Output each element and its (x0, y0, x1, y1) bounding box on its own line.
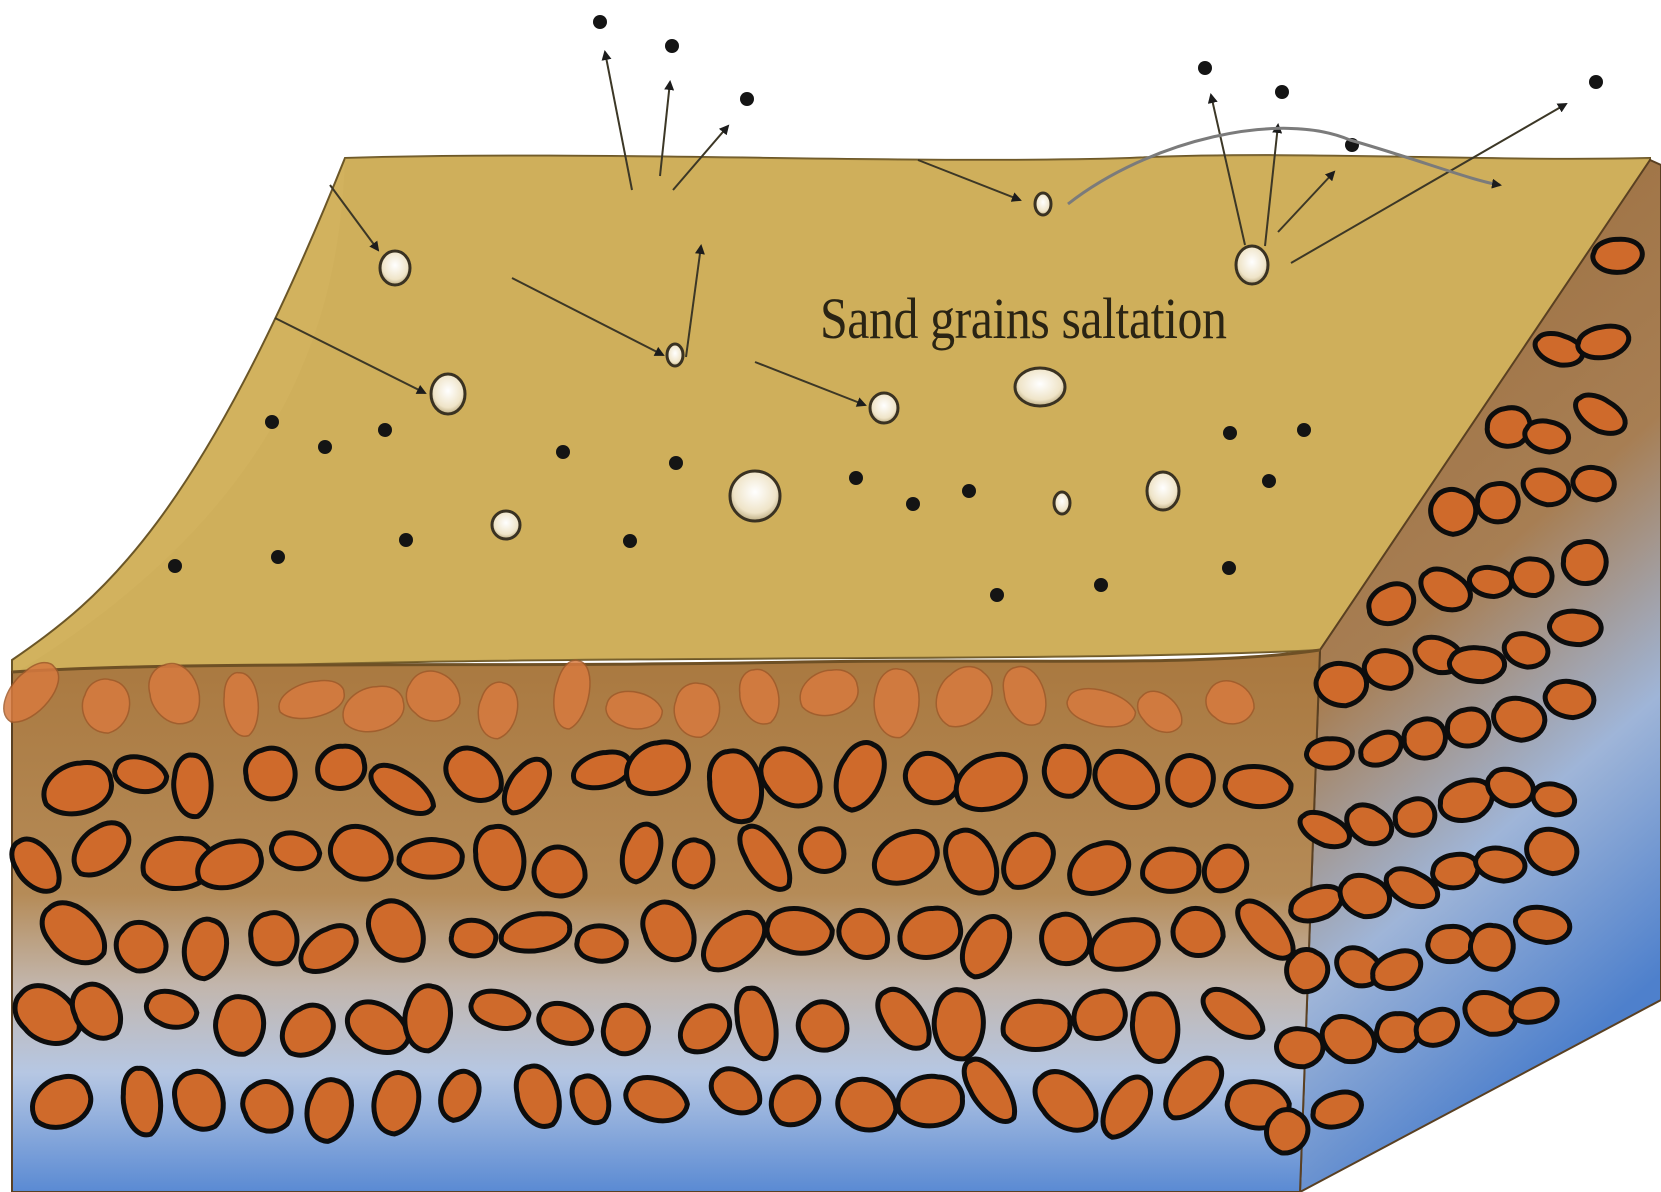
dust-particle-icon (168, 559, 182, 573)
dust-particle-icon (962, 484, 976, 498)
dust-particle-icon (265, 415, 279, 429)
soil-clod-icon (1511, 558, 1553, 596)
dust-particle-icon (318, 440, 332, 454)
dust-particle-icon (1094, 578, 1108, 592)
dust-particle-icon (740, 92, 754, 106)
dust-particle-icon (1222, 561, 1236, 575)
soil-clod-icon (215, 996, 265, 1055)
sand-grain-icon (730, 471, 780, 521)
sand-grain-icon (492, 511, 520, 539)
dust-particle-icon (1275, 85, 1289, 99)
dust-particle-icon (669, 456, 683, 470)
dust-particle-icon (1198, 61, 1212, 75)
dust-particle-icon (593, 15, 607, 29)
soil-clod-icon (1275, 1028, 1323, 1068)
sand-grain-icon (870, 393, 898, 423)
dust-particle-icon (271, 550, 285, 564)
dust-particle-icon (556, 445, 570, 459)
soil-clod-icon (173, 754, 212, 817)
dust-particle-icon (623, 534, 637, 548)
sand-grain-icon (1035, 193, 1051, 215)
dust-particle-icon (1297, 423, 1311, 437)
soil-clod-icon (1548, 610, 1602, 646)
dust-particle-icon (399, 533, 413, 547)
saltation-label: Sand grains saltation (820, 285, 1227, 352)
dust-particle-icon (1262, 474, 1276, 488)
dust-particle-icon (906, 497, 920, 511)
sand-grain-icon (1015, 368, 1065, 406)
dust-particle-icon (378, 423, 392, 437)
soil-clod-icon (1044, 746, 1089, 796)
soil-clod-icon (576, 925, 627, 963)
dust-particle-icon (665, 39, 679, 53)
soil-clod-icon (1449, 647, 1506, 683)
dust-particle-icon (990, 588, 1004, 602)
dust-particle-icon (849, 471, 863, 485)
soil-clod-icon (1470, 925, 1513, 970)
soil-clod-icon (450, 919, 497, 958)
soil-clod-icon (1315, 662, 1368, 707)
sand-grain-icon (380, 251, 410, 285)
soil-clod-icon (1592, 237, 1644, 274)
sand-grain-icon (667, 344, 683, 366)
sand-grain-icon (1147, 472, 1179, 510)
soil-clod-icon (934, 990, 984, 1059)
soil-clod-icon (1305, 737, 1353, 770)
sand-grain-icon (1054, 492, 1070, 514)
soil-clod-icon (399, 839, 463, 878)
sand-grain-icon (431, 374, 465, 414)
sand-grain-icon (1236, 246, 1268, 284)
dust-particle-icon (1223, 426, 1237, 440)
dust-particle-icon (1589, 75, 1603, 89)
